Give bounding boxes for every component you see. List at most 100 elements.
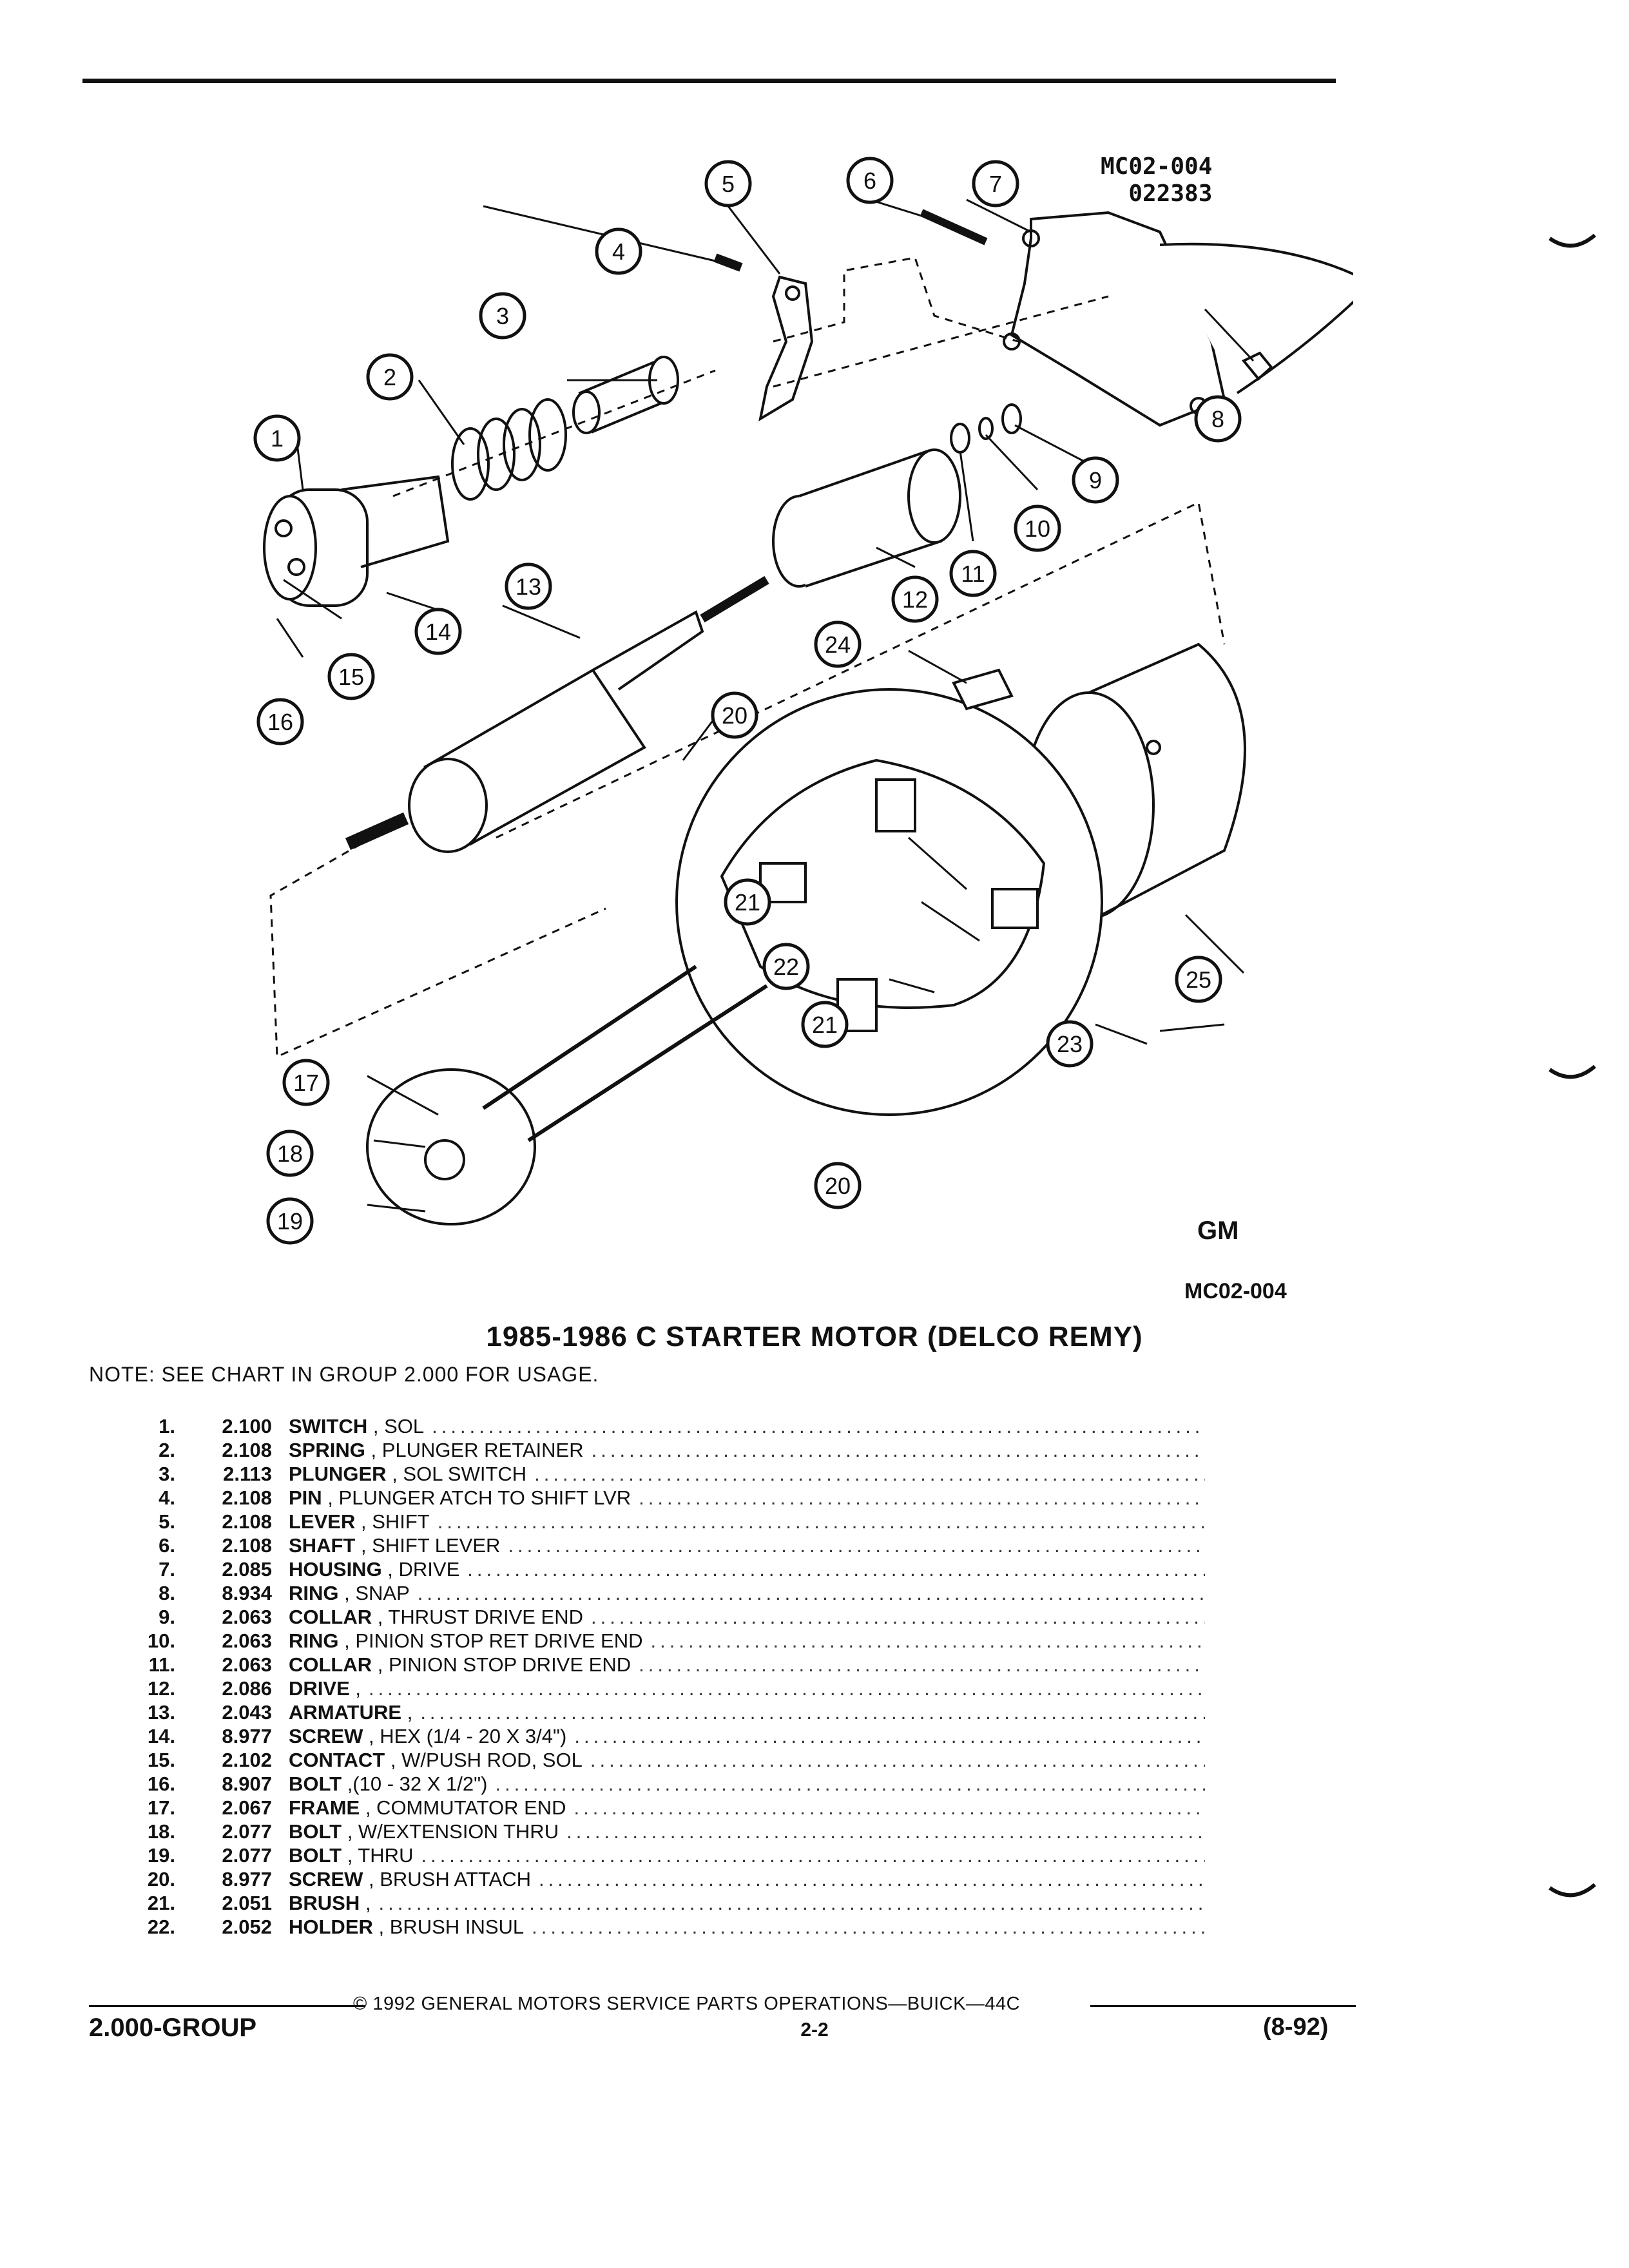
group-code: 2.052 bbox=[222, 1916, 272, 1938]
dot-leader: ........................................… bbox=[508, 1534, 1205, 1557]
part-detail: , bbox=[360, 1892, 371, 1914]
figure-code-bottom: MC02-004 bbox=[1184, 1279, 1287, 1303]
part-description: PLUNGER , SOL SWITCH....................… bbox=[289, 1462, 1205, 1486]
part-name: LEVER bbox=[289, 1510, 356, 1533]
callout-22: 22 bbox=[762, 943, 810, 990]
svg-text:21: 21 bbox=[735, 889, 760, 916]
part-description: SCREW , BRUSH ATTACH....................… bbox=[289, 1867, 1205, 1891]
svg-text:20: 20 bbox=[825, 1173, 851, 1199]
dot-leader: ........................................… bbox=[532, 1916, 1205, 1938]
part-description: LEVER , SHIFT...........................… bbox=[289, 1510, 1205, 1533]
part-number: 22. bbox=[147, 1916, 175, 1938]
part-name: PLUNGER bbox=[289, 1463, 387, 1485]
svg-text:10: 10 bbox=[1025, 515, 1050, 542]
svg-text:12: 12 bbox=[902, 586, 928, 613]
part-description: FRAME , COMMUTATOR END..................… bbox=[289, 1796, 1205, 1820]
part-description: BOLT ,(10 - 32 X 1/2")..................… bbox=[289, 1772, 1205, 1796]
callout-8: 8 bbox=[1194, 395, 1242, 443]
callout-24: 24 bbox=[814, 620, 862, 668]
group-code: 2.067 bbox=[222, 1796, 272, 1819]
part-detail: ,(10 - 32 X 1/2") bbox=[342, 1773, 488, 1795]
callout-11: 11 bbox=[949, 550, 997, 597]
part-number: 7. bbox=[159, 1558, 175, 1581]
footer-rule-right bbox=[1090, 2005, 1356, 2007]
binding-mark-1 bbox=[1548, 233, 1596, 248]
part-name: RING bbox=[289, 1629, 339, 1652]
part-detail: , HEX (1/4 - 20 X 3/4") bbox=[363, 1725, 567, 1747]
part-description: SCREW , HEX (1/4 - 20 X 3/4")...........… bbox=[289, 1724, 1205, 1748]
part-description: BOLT , W/EXTENSION THRU.................… bbox=[289, 1820, 1205, 1843]
part-description: SPRING , PLUNGER RETAINER...............… bbox=[289, 1438, 1205, 1462]
group-code: 2.063 bbox=[222, 1629, 272, 1652]
callout-9: 9 bbox=[1072, 456, 1119, 504]
callout-3: 3 bbox=[479, 292, 526, 340]
part-detail: , SOL SWITCH bbox=[386, 1463, 527, 1485]
part-detail: , BRUSH INSUL bbox=[372, 1916, 525, 1938]
part-detail: , PLUNGER ATCH TO SHIFT LVR bbox=[322, 1486, 631, 1509]
part-name: DRIVE bbox=[289, 1677, 350, 1700]
svg-text:8: 8 bbox=[1211, 406, 1224, 432]
drive-housing-part bbox=[1003, 211, 1353, 427]
dot-leader: ........................................… bbox=[650, 1629, 1206, 1652]
group-code: 8.907 bbox=[222, 1773, 272, 1795]
group-label: 2.000-GROUP bbox=[89, 2013, 257, 2042]
plunger-spring-part bbox=[451, 398, 567, 501]
group-code: 2.077 bbox=[222, 1844, 272, 1867]
figure-code-top: MC02-004 bbox=[1101, 153, 1213, 180]
part-name: SWITCH bbox=[289, 1415, 368, 1437]
callout-23: 23 bbox=[1046, 1020, 1094, 1068]
svg-text:21: 21 bbox=[812, 1012, 838, 1038]
callout-14: 14 bbox=[414, 608, 462, 655]
part-number: 4. bbox=[159, 1486, 175, 1509]
part-name: HOLDER bbox=[289, 1916, 373, 1938]
part-number: 9. bbox=[159, 1606, 175, 1628]
part-detail: , THRUST DRIVE END bbox=[372, 1606, 584, 1628]
svg-text:6: 6 bbox=[863, 168, 876, 194]
dot-leader: ........................................… bbox=[420, 1701, 1205, 1724]
group-code: 2.043 bbox=[222, 1701, 272, 1724]
part-name: BOLT bbox=[289, 1820, 342, 1843]
part-name: CONTACT bbox=[289, 1749, 385, 1771]
part-name: COLLAR bbox=[289, 1606, 372, 1628]
svg-text:13: 13 bbox=[516, 573, 541, 600]
part-number: 20. bbox=[147, 1868, 175, 1890]
callout-12: 12 bbox=[891, 575, 939, 623]
binding-mark-3 bbox=[1548, 1883, 1596, 1898]
group-code: 2.063 bbox=[222, 1606, 272, 1628]
dot-leader: ........................................… bbox=[639, 1486, 1205, 1509]
part-number: 21. bbox=[147, 1892, 175, 1914]
gm-logo: GM bbox=[1197, 1216, 1239, 1245]
part-description: HOLDER , BRUSH INSUL....................… bbox=[289, 1915, 1205, 1939]
callout-7: 7 bbox=[972, 160, 1019, 207]
part-name: SPRING bbox=[289, 1439, 365, 1461]
part-number: 11. bbox=[148, 1653, 175, 1676]
part-description: BOLT , THRU.............................… bbox=[289, 1843, 1205, 1867]
part-name: BOLT bbox=[289, 1773, 342, 1795]
group-code: 8.977 bbox=[222, 1868, 272, 1890]
part-name: RING bbox=[289, 1582, 339, 1604]
usage-note: NOTE: SEE CHART IN GROUP 2.000 FOR USAGE… bbox=[89, 1363, 599, 1386]
part-name: SCREW bbox=[289, 1725, 363, 1747]
svg-text:14: 14 bbox=[425, 619, 451, 645]
svg-text:1: 1 bbox=[271, 425, 284, 452]
part-detail: , DRIVE bbox=[381, 1558, 460, 1581]
svg-text:19: 19 bbox=[277, 1208, 303, 1235]
part-description: BRUSH ,.................................… bbox=[289, 1891, 1205, 1915]
svg-text:23: 23 bbox=[1057, 1031, 1083, 1057]
svg-text:24: 24 bbox=[825, 631, 851, 658]
brush-holder-assembly-part bbox=[720, 758, 1046, 1032]
group-code: 2.102 bbox=[222, 1749, 272, 1771]
part-detail: , THRU bbox=[342, 1844, 414, 1867]
top-rule bbox=[82, 79, 1336, 83]
group-code: 2.108 bbox=[222, 1486, 272, 1509]
page-number: 2-2 bbox=[800, 2019, 829, 2041]
part-number: 10. bbox=[147, 1629, 175, 1652]
dot-leader: ........................................… bbox=[534, 1463, 1205, 1485]
